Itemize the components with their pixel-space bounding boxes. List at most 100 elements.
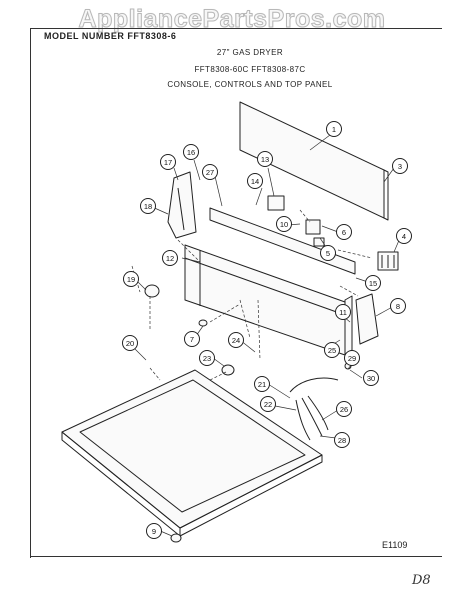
callout-number: 25 [328,346,336,355]
callout-1: 1 [326,121,342,137]
callout-number: 12 [166,254,174,263]
callout-29: 29 [344,350,360,366]
callout-21: 21 [254,376,270,392]
callout-15: 15 [365,275,381,291]
callout-number: 23 [203,354,211,363]
callout-17: 17 [160,154,176,170]
callout-circle [228,332,244,348]
callout-number: 22 [264,400,272,409]
part-timer [267,195,285,211]
callout-14: 14 [247,173,263,189]
callout-number: 30 [367,374,375,383]
callout-number: 6 [342,228,346,237]
callout-number: 14 [251,177,259,186]
callout-circle [276,216,292,232]
callout-number: 17 [164,158,172,167]
callout-circle [334,432,350,448]
callout-circle [199,350,215,366]
callout-number: 7 [190,335,194,344]
callout-circle [202,164,218,180]
callout-8: 8 [390,298,406,314]
callout-circle [160,154,176,170]
callout-24: 24 [228,332,244,348]
part-switch-small [313,237,325,247]
callout-circle [247,173,263,189]
callout-6: 6 [336,224,352,240]
part-knob [144,284,160,298]
model-number-label: MODEL NUMBER FFT8308-6 [44,31,177,41]
header-product: 27" GAS DRYER [216,48,284,57]
callout-circle [396,228,412,244]
bottom-rule [30,556,442,557]
callout-12: 12 [162,250,178,266]
header-models: FFT8308-60C FFT8308-87C [194,65,306,74]
callout-circle [254,376,270,392]
callout-number: 27 [206,168,214,177]
callout-circle [363,370,379,386]
callout-circle [140,198,156,214]
callout-circle [335,304,351,320]
callout-16: 16 [183,144,199,160]
callout-27: 27 [202,164,218,180]
callout-circle [162,250,178,266]
callout-circle [183,144,199,160]
callout-circle [320,245,336,261]
callout-number: 4 [402,232,406,241]
part-knob-mini [198,319,208,327]
handwritten-mark: D8 [412,573,431,588]
callout-13: 13 [257,151,273,167]
callout-30: 30 [363,370,379,386]
callout-28: 28 [334,432,350,448]
callout-3: 3 [392,158,408,174]
callout-circle [392,158,408,174]
callout-number: 20 [126,339,134,348]
part-knob-small [221,364,235,376]
callout-26: 26 [336,401,352,417]
callout-10: 10 [276,216,292,232]
callout-number: 26 [340,405,348,414]
callout-circle [324,342,340,358]
callout-number: 13 [261,155,269,164]
header-section: CONSOLE, CONTROLS AND TOP PANEL [167,80,333,89]
callout-18: 18 [140,198,156,214]
callout-number: 15 [369,279,377,288]
callout-number: 24 [232,336,240,345]
part-wire-harness [289,377,339,441]
callout-circle [257,151,273,167]
callout-number: 28 [338,436,346,445]
callout-11: 11 [335,304,351,320]
part-switch [305,219,321,235]
callout-circle [344,350,360,366]
callout-circle [122,335,138,351]
callout-5: 5 [320,245,336,261]
part-foot [170,533,182,543]
callout-number: 1 [332,125,336,134]
callout-4: 4 [396,228,412,244]
callout-23: 23 [199,350,215,366]
callout-number: 18 [144,202,152,211]
callout-22: 22 [260,396,276,412]
callout-19: 19 [123,271,139,287]
callout-circle [260,396,276,412]
part-left-bracket [167,171,197,239]
callout-number: 19 [127,275,135,284]
diagram-frame [30,28,442,558]
callout-number: 9 [152,527,156,536]
callout-7: 7 [184,331,200,347]
callout-circle [365,275,381,291]
callout-circle [390,298,406,314]
callout-number: 21 [258,380,266,389]
callout-number: 8 [396,302,400,311]
callout-circle [184,331,200,347]
callout-circle [336,224,352,240]
callout-number: 10 [280,220,288,229]
callout-circle [146,523,162,539]
callout-number: 16 [187,148,195,157]
part-console-top [209,207,356,275]
callout-number: 3 [398,162,402,171]
callout-circle [326,121,342,137]
callout-9: 9 [146,523,162,539]
part-right-endcap [355,293,379,345]
callout-circle [336,401,352,417]
